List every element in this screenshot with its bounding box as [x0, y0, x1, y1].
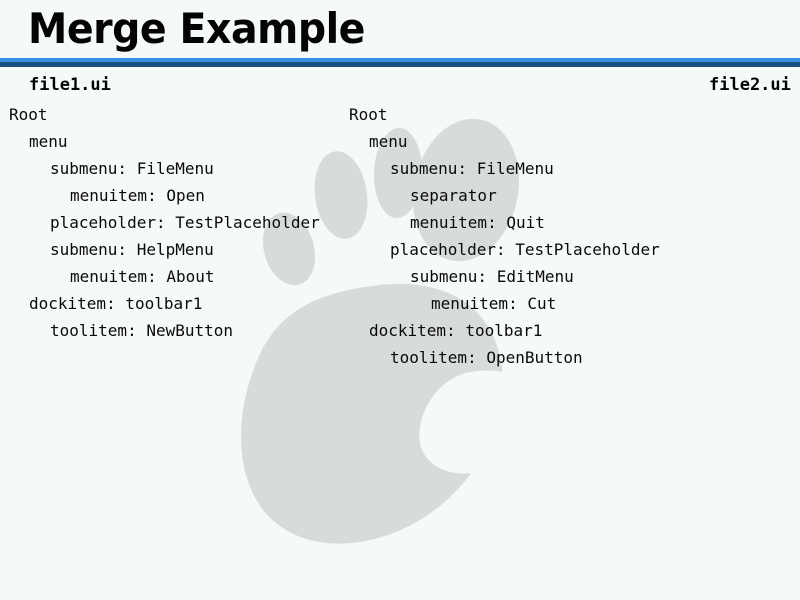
- page-title: Merge Example: [28, 4, 365, 53]
- tree-file2-node-label: menuitem: Cut: [431, 294, 557, 313]
- tree-file2-node-label: menu: [369, 132, 408, 151]
- divider-rule-dark: [0, 62, 800, 67]
- tree-file1-node[interactable]: Root: [0, 101, 460, 128]
- tree-file1-node-label: submenu: FileMenu: [50, 159, 214, 178]
- tree-file2-node[interactable]: Root: [340, 101, 800, 128]
- tree-file2-node-label: toolitem: OpenButton: [390, 348, 583, 367]
- tree-file2-node[interactable]: toolitem: OpenButton: [340, 344, 800, 371]
- tree-file1-node[interactable]: menu: [0, 128, 460, 155]
- tree-file2-node[interactable]: submenu: EditMenu: [340, 263, 800, 290]
- tree-file1-node-label: menuitem: About: [70, 267, 215, 286]
- tree-file2-node[interactable]: submenu: FileMenu: [340, 155, 800, 182]
- tree-file2-node-label: dockitem: toolbar1: [369, 321, 543, 340]
- tree-file1-node-label: dockitem: toolbar1: [29, 294, 203, 313]
- tree-file1-node[interactable]: menuitem: About: [0, 263, 460, 290]
- tree-file2-node-label: Root: [349, 105, 388, 124]
- divider-rule-light: [0, 58, 800, 62]
- tree-file1-node[interactable]: dockitem: toolbar1: [0, 290, 460, 317]
- tree-file1-node-label: submenu: HelpMenu: [50, 240, 214, 259]
- tree-file1-node[interactable]: submenu: HelpMenu: [0, 236, 460, 263]
- tree-file1-node-label: toolitem: NewButton: [50, 321, 234, 340]
- tree-file1-node[interactable]: submenu: FileMenu: [0, 155, 460, 182]
- tree-file2-node[interactable]: placeholder: TestPlaceholder: [340, 236, 800, 263]
- column-header-file1: file1.ui: [29, 75, 111, 95]
- tree-file2-node[interactable]: menu: [340, 128, 800, 155]
- tree-file1-node[interactable]: toolitem: NewButton: [0, 317, 460, 344]
- tree-file1-node-label: menuitem: Open: [70, 186, 205, 205]
- title-bar: Merge Example: [0, 0, 800, 58]
- tree-file2-node[interactable]: separator: [340, 182, 800, 209]
- column-header-file2: file2.ui: [709, 75, 791, 95]
- tree-file1-node-label: Root: [9, 105, 48, 124]
- tree-file2: Root menu submenu: FileMenu separator menuit…: [340, 101, 800, 371]
- tree-file2-node[interactable]: dockitem: toolbar1: [340, 317, 800, 344]
- tree-file2-node-label: placeholder: TestPlaceholder: [390, 240, 660, 259]
- tree-file1-node-label: menu: [29, 132, 68, 151]
- tree-file1-node-label: placeholder: TestPlaceholder: [50, 213, 320, 232]
- tree-file2-node[interactable]: menuitem: Cut: [340, 290, 800, 317]
- tree-file2-node-label: submenu: EditMenu: [410, 267, 574, 286]
- tree-file2-node[interactable]: menuitem: Quit: [340, 209, 800, 236]
- tree-file2-node-label: submenu: FileMenu: [390, 159, 554, 178]
- tree-file1-node[interactable]: menuitem: Open: [0, 182, 460, 209]
- tree-file2-node-label: menuitem: Quit: [410, 213, 545, 232]
- tree-file2-node-label: separator: [410, 186, 497, 205]
